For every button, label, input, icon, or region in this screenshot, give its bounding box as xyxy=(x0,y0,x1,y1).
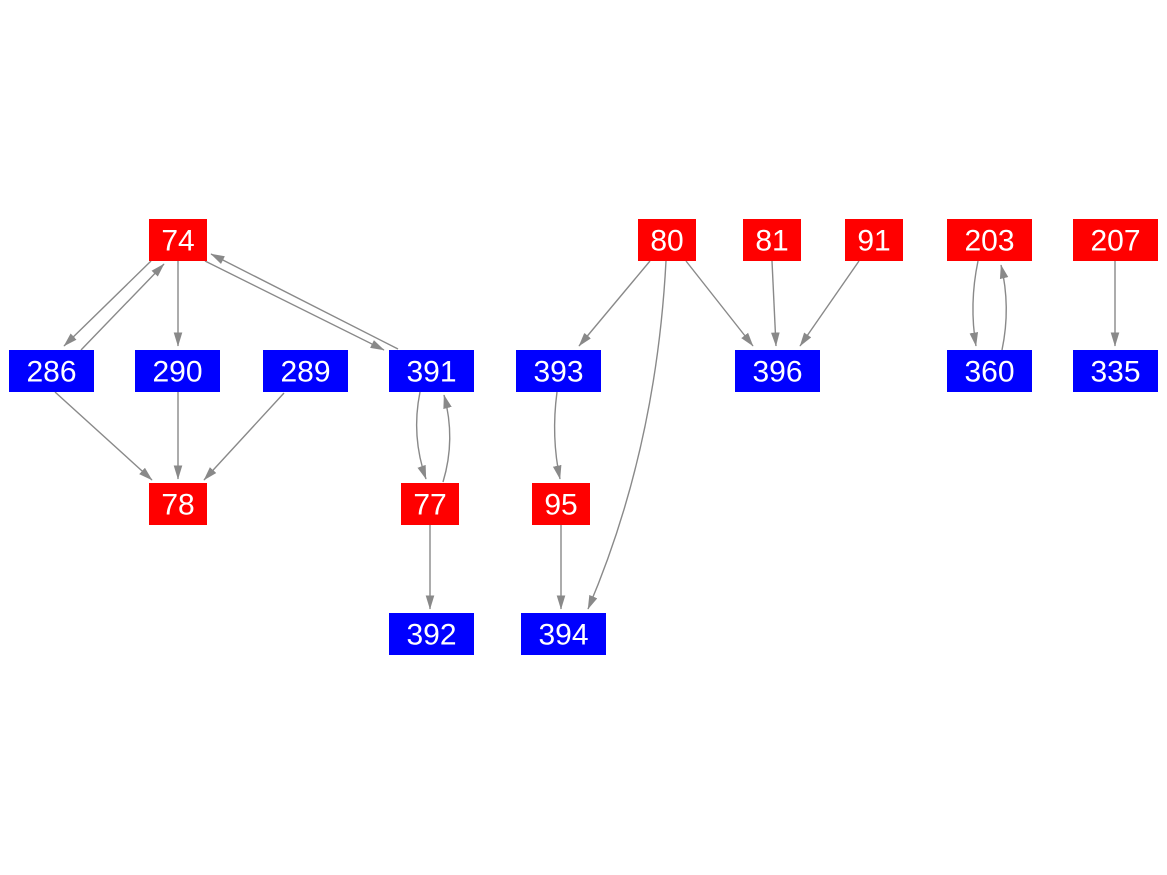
edge-77-391 xyxy=(442,394,452,483)
node-box-393 xyxy=(516,350,601,392)
graph-node-360: 360 xyxy=(947,350,1032,392)
node-label-77: 77 xyxy=(413,489,446,522)
edge-286-74 xyxy=(80,263,165,351)
edge-289-78 xyxy=(203,392,285,481)
graph-node-396: 396 xyxy=(735,350,820,392)
graph-node-335: 335 xyxy=(1073,350,1158,392)
node-box-91 xyxy=(845,219,903,261)
node-label-80: 80 xyxy=(650,225,683,258)
graph-node-203: 203 xyxy=(947,219,1032,261)
node-label-203: 203 xyxy=(964,225,1014,258)
edge-74-286 xyxy=(63,260,152,347)
graph-node-77: 77 xyxy=(401,483,459,525)
edge-391-77 xyxy=(415,391,427,480)
graph-node-207: 207 xyxy=(1073,219,1158,261)
node-box-335 xyxy=(1073,350,1158,392)
node-label-396: 396 xyxy=(752,356,802,389)
graph-node-286: 286 xyxy=(9,350,94,392)
node-box-203 xyxy=(947,219,1032,261)
node-box-394 xyxy=(521,613,606,655)
node-box-74 xyxy=(149,219,207,261)
edge-80-393 xyxy=(578,260,651,347)
edge-91-396 xyxy=(799,260,860,347)
node-box-207 xyxy=(1073,219,1158,261)
edge-286-78 xyxy=(54,391,153,481)
node-box-286 xyxy=(9,350,94,392)
graph-node-392: 392 xyxy=(389,613,474,655)
node-label-393: 393 xyxy=(533,356,583,389)
node-box-78 xyxy=(149,483,207,525)
node-label-360: 360 xyxy=(964,356,1014,389)
node-box-80 xyxy=(638,219,696,261)
graph-node-290: 290 xyxy=(135,350,220,392)
node-box-81 xyxy=(743,219,801,261)
node-label-95: 95 xyxy=(544,489,577,522)
node-label-74: 74 xyxy=(161,225,194,258)
edge-391-74 xyxy=(210,253,399,350)
node-label-81: 81 xyxy=(755,225,788,258)
nodes-layer: 74 80 81 91 203 207 286 290 289 391 393 396 360 335 78… xyxy=(9,219,1158,655)
graph-node-78: 78 xyxy=(149,483,207,525)
node-label-392: 392 xyxy=(406,619,456,652)
graph-node-81: 81 xyxy=(743,219,801,261)
node-box-95 xyxy=(532,483,590,525)
node-label-286: 286 xyxy=(26,356,76,389)
graph-node-91: 91 xyxy=(845,219,903,261)
graph-node-95: 95 xyxy=(532,483,590,525)
node-label-391: 391 xyxy=(406,356,456,389)
node-label-394: 394 xyxy=(538,619,588,652)
graph-node-391: 391 xyxy=(389,350,474,392)
node-label-289: 289 xyxy=(280,356,330,389)
node-label-91: 91 xyxy=(857,225,890,258)
edges-layer xyxy=(54,253,1120,610)
node-box-289 xyxy=(263,350,348,392)
node-box-77 xyxy=(401,483,459,525)
edge-203-360 xyxy=(969,260,979,347)
node-box-392 xyxy=(389,613,474,655)
edge-74-391 xyxy=(204,260,385,351)
graph-node-74: 74 xyxy=(149,219,207,261)
node-box-360 xyxy=(947,350,1032,392)
graph-node-394: 394 xyxy=(521,613,606,655)
node-label-335: 335 xyxy=(1090,356,1140,389)
edge-80-394 xyxy=(587,260,667,610)
edge-393-95 xyxy=(552,391,562,480)
graph-node-393: 393 xyxy=(516,350,601,392)
node-label-207: 207 xyxy=(1090,225,1140,258)
node-label-78: 78 xyxy=(161,489,194,522)
graph-node-80: 80 xyxy=(638,219,696,261)
graph-node-289: 289 xyxy=(263,350,348,392)
edge-360-203 xyxy=(999,264,1009,351)
node-label-290: 290 xyxy=(152,356,202,389)
node-box-396 xyxy=(735,350,820,392)
node-box-290 xyxy=(135,350,220,392)
edge-81-396 xyxy=(771,260,780,347)
edge-80-396 xyxy=(685,260,754,347)
node-box-391 xyxy=(389,350,474,392)
